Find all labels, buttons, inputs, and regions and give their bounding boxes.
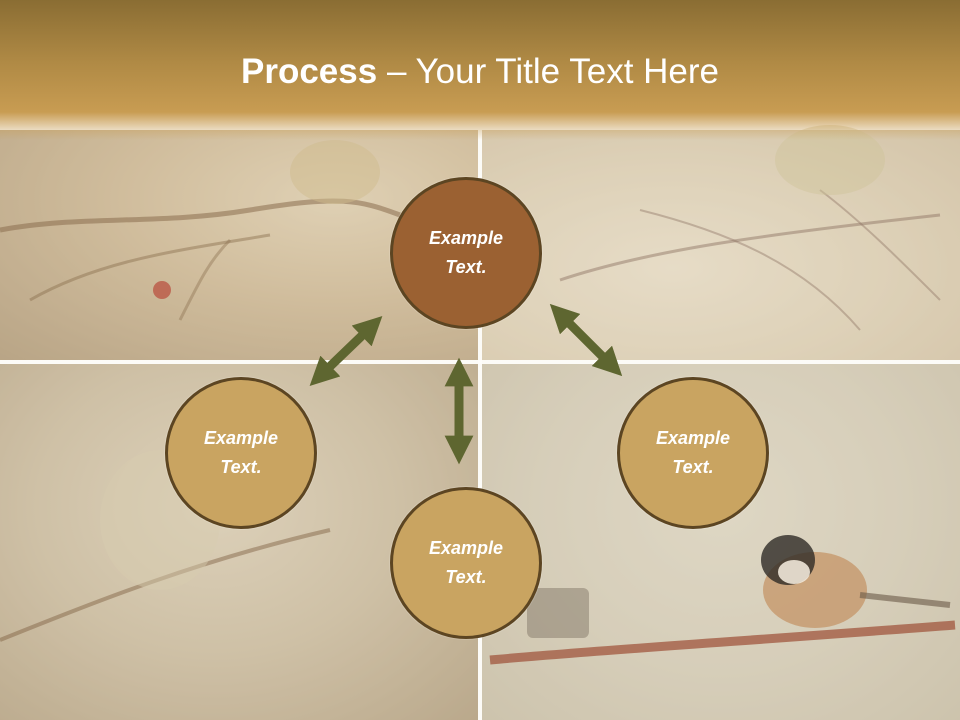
- circle-left-line2: Text.: [220, 457, 262, 477]
- circle-center-line2: Text.: [445, 257, 487, 277]
- circle-right[interactable]: Example Text.: [617, 377, 769, 529]
- circle-bottom-label: Example Text.: [401, 534, 531, 592]
- circle-bottom-line2: Text.: [445, 567, 487, 587]
- title-bold: Process: [241, 52, 378, 91]
- title-band: [0, 0, 960, 140]
- circle-left[interactable]: Example Text.: [165, 377, 317, 529]
- circle-right-line1: Example: [655, 428, 731, 448]
- circle-center-line1: Example: [428, 228, 504, 248]
- circle-right-line2: Text.: [672, 457, 714, 477]
- circle-left-label: Example Text.: [176, 424, 306, 482]
- circle-right-label: Example Text.: [628, 424, 758, 482]
- double-arrow-icon-left: [309, 316, 383, 386]
- circle-bottom[interactable]: Example Text.: [390, 487, 542, 639]
- title-rest: – Your Title Text Here: [377, 52, 719, 91]
- slide-title: Process – Your Title Text Here: [0, 52, 960, 92]
- double-arrow-icon-right: [549, 303, 623, 377]
- circle-left-line1: Example: [203, 428, 279, 448]
- circle-center-top[interactable]: Example Text.: [390, 177, 542, 329]
- circle-bottom-line1: Example: [428, 538, 504, 558]
- circle-center-label: Example Text.: [401, 224, 531, 282]
